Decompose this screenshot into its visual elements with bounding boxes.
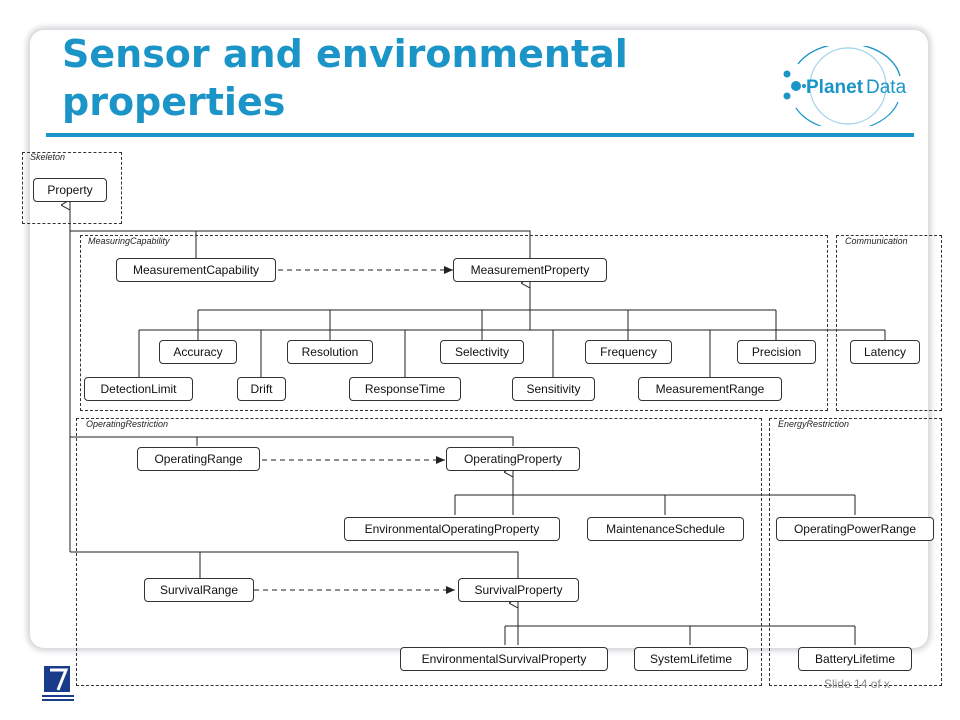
- node-property: Property: [33, 178, 107, 202]
- node-survival-property: SurvivalProperty: [458, 578, 579, 602]
- node-environmental-survival-property: EnvironmentalSurvivalProperty: [400, 647, 608, 671]
- slide-number: Slide 14 of x: [824, 677, 891, 691]
- group-label-energy-restriction: EnergyRestriction: [778, 419, 850, 429]
- node-response-time: ResponseTime: [349, 377, 461, 401]
- node-battery-lifetime: BatteryLifetime: [798, 647, 912, 671]
- logo-text-right: Data: [866, 77, 907, 98]
- group-operating-restriction: [76, 418, 762, 686]
- group-label-measuring-capability: MeasuringCapability: [88, 236, 170, 246]
- group-label-communication: Communication: [845, 236, 908, 246]
- group-communication: [836, 235, 942, 411]
- node-accuracy: Accuracy: [159, 340, 237, 364]
- group-label-skeleton: Skeleton: [30, 152, 66, 162]
- node-operating-property: OperatingProperty: [446, 447, 580, 471]
- node-operating-range: OperatingRange: [137, 447, 260, 471]
- node-precision: Precision: [737, 340, 816, 364]
- node-environmental-operating-property: EnvironmentalOperatingProperty: [344, 517, 560, 541]
- group-measuring-capability: [80, 235, 828, 411]
- page-title: Sensor and environmental properties: [62, 32, 628, 124]
- node-sensitivity: Sensitivity: [512, 377, 595, 401]
- node-latency: Latency: [850, 340, 920, 364]
- node-system-lifetime: SystemLifetime: [634, 647, 748, 671]
- node-survival-range: SurvivalRange: [144, 578, 254, 602]
- planet-data-logo: Planet Data: [783, 46, 907, 126]
- node-maintenance-schedule: MaintenanceSchedule: [587, 517, 744, 541]
- group-skeleton: [22, 152, 122, 224]
- node-detection-limit: DetectionLimit: [84, 377, 193, 401]
- node-resolution: Resolution: [287, 340, 373, 364]
- group-label-operating-restriction: OperatingRestriction: [86, 419, 169, 429]
- node-measurement-range: MeasurementRange: [638, 377, 782, 401]
- title-divider: [46, 133, 914, 137]
- logo-text-left: Planet: [806, 77, 864, 98]
- node-measurement-property: MeasurementProperty: [453, 258, 607, 282]
- node-operating-power-range: OperatingPowerRange: [776, 517, 934, 541]
- node-measurement-capability: MeasurementCapability: [116, 258, 276, 282]
- node-drift: Drift: [237, 377, 286, 401]
- node-frequency: Frequency: [585, 340, 672, 364]
- group-energy-restriction: [769, 418, 942, 686]
- fp7-logo: [42, 666, 74, 701]
- node-selectivity: Selectivity: [440, 340, 524, 364]
